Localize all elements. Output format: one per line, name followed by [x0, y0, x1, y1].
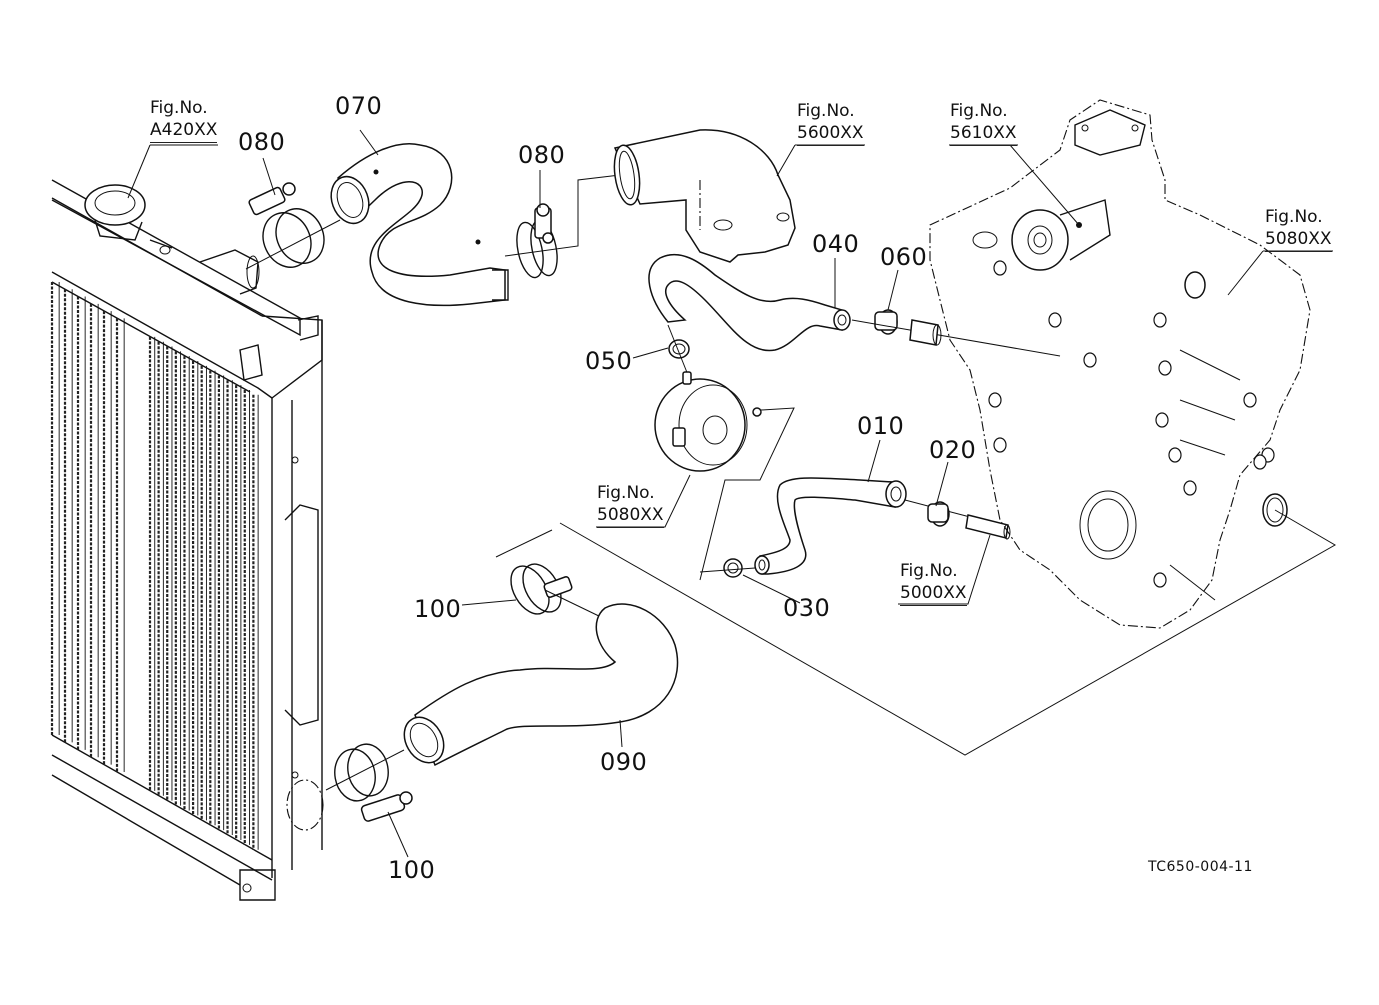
clamp-100-lower: [325, 743, 413, 822]
fig-ref-5080xx-left[interactable]: Fig.No. 5080XX: [597, 482, 664, 528]
bolt-hole: [993, 437, 1007, 453]
bolt-hole: [1048, 312, 1062, 328]
bolt-hole: [1243, 392, 1257, 408]
bolt-hole: [1158, 360, 1172, 376]
clamp-050: [667, 324, 691, 381]
fig-ref-prefix: Fig.No.: [797, 101, 855, 121]
part-number-100-lower[interactable]: 100: [388, 856, 436, 884]
part-number-010[interactable]: 010: [857, 412, 905, 440]
bolt-hole: [1168, 447, 1182, 463]
fig-ref-5610xx[interactable]: Fig.No. 5610XX: [950, 100, 1017, 146]
oil-cooler: [654, 371, 795, 581]
fig-ref-a420xx[interactable]: Fig.No. A420XX: [150, 97, 218, 143]
part-number-090[interactable]: 090: [600, 748, 648, 776]
clamp-020: [927, 501, 950, 527]
fig-ref-5080xx-right[interactable]: Fig.No. 5080XX: [1265, 206, 1332, 252]
fig-ref-code: 5600XX: [797, 122, 864, 146]
bolt-hole: [988, 392, 1002, 408]
bolt-hole: [1153, 312, 1167, 328]
part-number-080-right[interactable]: 080: [518, 141, 566, 169]
fig-ref-prefix: Fig.No.: [900, 561, 958, 581]
part-number-050[interactable]: 050: [585, 347, 633, 375]
fig-ref-code: 5080XX: [1265, 228, 1332, 252]
fig-ref-code: 5000XX: [900, 582, 967, 606]
part-number-080-left[interactable]: 080: [238, 128, 286, 156]
part-number-020[interactable]: 020: [929, 436, 977, 464]
fig-ref-code: 5080XX: [597, 504, 664, 528]
part-number-040[interactable]: 040: [812, 230, 860, 258]
hose-040: [648, 253, 851, 352]
fig-ref-5600xx[interactable]: Fig.No. 5600XX: [797, 100, 864, 146]
hose-090: [403, 603, 679, 767]
document-id: TC650-004-11: [1148, 859, 1253, 875]
clamp-060: [851, 309, 1061, 357]
fig-ref-5000xx[interactable]: Fig.No. 5000XX: [900, 560, 967, 606]
fig-ref-prefix: Fig.No.: [597, 483, 655, 503]
fig-ref-prefix: Fig.No.: [950, 101, 1008, 121]
fig-ref-code: A420XX: [150, 119, 218, 143]
bolt-hole: [1083, 352, 1097, 368]
bolt-hole: [1155, 412, 1169, 428]
clamp-030: [699, 558, 756, 578]
bolt-hole: [1253, 454, 1267, 470]
hose-070: [330, 143, 509, 307]
radiator: [50, 179, 324, 901]
clamp-080-right: [504, 174, 621, 279]
part-number-060[interactable]: 060: [880, 243, 928, 271]
nipple-fitting: [965, 514, 1011, 540]
thermostat-housing: [613, 129, 796, 263]
part-number-100-upper[interactable]: 100: [414, 595, 462, 623]
clamp-100-upper: [495, 529, 604, 619]
bolt-holes: [988, 260, 1275, 588]
gear-case: [559, 99, 1337, 756]
fig-ref-prefix: Fig.No.: [1265, 207, 1323, 227]
fig-ref-code: 5610XX: [950, 122, 1017, 146]
clamp-080-left: [245, 182, 341, 270]
hose-010: [754, 477, 971, 575]
bolt-hole: [1183, 480, 1197, 496]
bolt-hole: [1153, 572, 1167, 588]
fig-ref-prefix: Fig.No.: [150, 98, 208, 118]
bolt-hole: [993, 260, 1007, 276]
radiator-fins: [50, 282, 259, 850]
part-number-030[interactable]: 030: [783, 594, 831, 622]
part-number-070[interactable]: 070: [335, 92, 383, 120]
